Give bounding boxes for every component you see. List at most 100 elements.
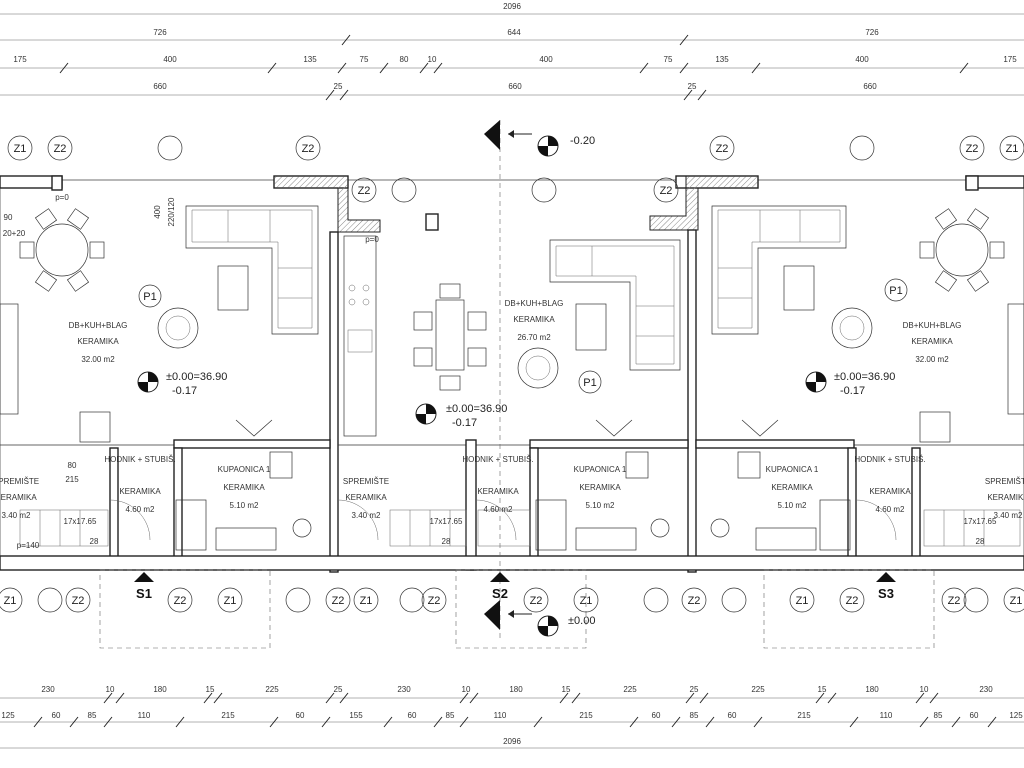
dim-top-r2: 135 (303, 55, 317, 64)
svg-text:5.10 m2: 5.10 m2 (586, 501, 615, 510)
sill-height: p=0 (365, 235, 379, 244)
svg-text:P1: P1 (143, 291, 156, 303)
svg-text:KERAMIKA: KERAMIKA (911, 337, 953, 346)
svg-text:-0.17: -0.17 (840, 385, 865, 397)
top-dimension-chains: 2096 726 644 726 175 400 135 75 80 10 40… (0, 2, 1024, 101)
svg-text:Z2: Z2 (428, 595, 441, 607)
dining-table-left (19, 208, 105, 292)
room-label: SPREMIŠTE KERAMIKA 3.40 m2 (0, 477, 39, 520)
svg-text:5.10 m2: 5.10 m2 (778, 501, 807, 510)
walls (0, 120, 1024, 649)
opening-height: 220/120 (167, 197, 176, 226)
svg-text:DB+KUH+BLAG: DB+KUH+BLAG (903, 321, 962, 330)
pier-tag: Z1 (1003, 587, 1024, 613)
svg-text:Z1: Z1 (14, 143, 27, 155)
dim-top-r1: 726 (153, 28, 167, 37)
dim-bottom-r1: 230 (41, 685, 55, 694)
pier-tag: P1 (884, 278, 908, 302)
pier-tag: Z2 (839, 587, 865, 613)
pier-tag (643, 587, 669, 613)
sofa-center (549, 239, 681, 371)
svg-text:KERAMIKA: KERAMIKA (771, 483, 813, 492)
svg-text:KUPAONICA 1: KUPAONICA 1 (574, 465, 627, 474)
dim-top-total: 2096 (503, 2, 521, 11)
svg-text:KERAMIKA: KERAMIKA (0, 493, 37, 502)
svg-text:KERAMIKA: KERAMIKA (513, 315, 555, 324)
svg-text:3.40 m2: 3.40 m2 (2, 511, 31, 520)
svg-text:Z2: Z2 (72, 595, 85, 607)
svg-text:HODNIK + STUBIŠ.: HODNIK + STUBIŠ. (462, 455, 533, 464)
dim-top-r2: 135 (715, 55, 729, 64)
pier-tag: Z1 (7, 135, 33, 161)
dim-top-r2: 400 (539, 55, 553, 64)
opening-width: 90 (4, 213, 13, 222)
stair-run: 28 (442, 537, 451, 546)
svg-text:Z2: Z2 (302, 143, 315, 155)
dim-bottom-r1: 10 (462, 685, 471, 694)
pier-tag (37, 587, 63, 613)
sofa-right (711, 205, 847, 335)
dim-bottom-r2: 215 (579, 711, 593, 720)
svg-text:4.60 m2: 4.60 m2 (484, 505, 513, 514)
svg-text:HODNIK + STUBIŠ.: HODNIK + STUBIŠ. (854, 455, 925, 464)
opening-width: 80 (68, 461, 77, 470)
dim-top-r2: 175 (13, 55, 27, 64)
section-markers: S1 S2 S3 (134, 120, 896, 630)
section-marker: S2 (490, 572, 510, 601)
dim-top-r1: 726 (865, 28, 879, 37)
room-label: HODNIK + STUBIŠ. KERAMIKA 4.60 m2 (854, 455, 925, 514)
svg-text:SPREMIŠTE: SPREMIŠTE (985, 477, 1024, 486)
pier-tag (531, 177, 557, 203)
pier-tag: Z2 (167, 587, 193, 613)
dim-bottom-r2: 215 (797, 711, 811, 720)
dim-top-r2: 175 (1003, 55, 1017, 64)
svg-text:4.60 m2: 4.60 m2 (876, 505, 905, 514)
svg-text:S3: S3 (878, 586, 894, 601)
dim-bottom-r2: 85 (690, 711, 699, 720)
dim-bottom-r1: 25 (334, 685, 343, 694)
level-marker: ±0.00=36.90 -0.17 (137, 371, 227, 397)
pier-tag: Z1 (573, 587, 599, 613)
dim-top-r3: 660 (863, 82, 877, 91)
dim-bottom-r2: 125 (1009, 711, 1023, 720)
pier-tags-bottom: Z1 Z2 Z2 Z1 Z2 Z1 Z2 Z2 Z1 Z2 Z1 Z2 Z2 Z… (0, 587, 1024, 613)
svg-text:KERAMIKA: KERAMIKA (119, 487, 161, 496)
svg-text:Z2: Z2 (54, 143, 67, 155)
furniture (0, 205, 1024, 551)
section-arrow-top (484, 120, 532, 150)
pier-tag (963, 587, 989, 613)
pier-tag (849, 135, 875, 161)
pier-tag: Z2 (351, 177, 377, 203)
svg-text:26.70 m2: 26.70 m2 (517, 333, 551, 342)
svg-text:±0.00=36.90: ±0.00=36.90 (446, 403, 507, 415)
dim-bottom-r2: 125 (1, 711, 15, 720)
room-labels: DB+KUH+BLAG KERAMIKA 32.00 m2 DB+KUH+BLA… (0, 299, 1024, 520)
svg-text:±0.00=36.90: ±0.00=36.90 (834, 371, 895, 383)
dim-bottom-r2: 85 (934, 711, 943, 720)
dim-bottom-r1: 15 (818, 685, 827, 694)
dim-bottom-r1: 15 (206, 685, 215, 694)
opening-height: 215 (65, 475, 79, 484)
dim-bottom-r2: 60 (728, 711, 737, 720)
svg-text:DB+KUH+BLAG: DB+KUH+BLAG (505, 299, 564, 308)
svg-text:KERAMIKA: KERAMIKA (77, 337, 119, 346)
stair-run: 28 (976, 537, 985, 546)
svg-text:-0.17: -0.17 (172, 385, 197, 397)
svg-text:Z2: Z2 (966, 143, 979, 155)
dim-bottom-r1: 230 (397, 685, 411, 694)
room-label: DB+KUH+BLAG KERAMIKA 26.70 m2 (505, 299, 564, 342)
bathroom-fixtures (175, 451, 851, 551)
svg-text:KERAMIKA: KERAMIKA (579, 483, 621, 492)
dim-bottom-r1: 25 (690, 685, 699, 694)
dim-bottom-total: 2096 (503, 737, 521, 746)
svg-text:KERAMIKA: KERAMIKA (987, 493, 1024, 502)
opening-width: 400 (153, 205, 162, 219)
sofa-left (185, 205, 319, 335)
section-marker: S1 (134, 572, 154, 601)
pier-tag (391, 177, 417, 203)
svg-text:Z1: Z1 (224, 595, 237, 607)
dim-bottom-r1: 225 (751, 685, 765, 694)
svg-text:KERAMIKA: KERAMIKA (223, 483, 265, 492)
svg-text:P1: P1 (583, 377, 596, 389)
dim-top-r2: 10 (428, 55, 437, 64)
